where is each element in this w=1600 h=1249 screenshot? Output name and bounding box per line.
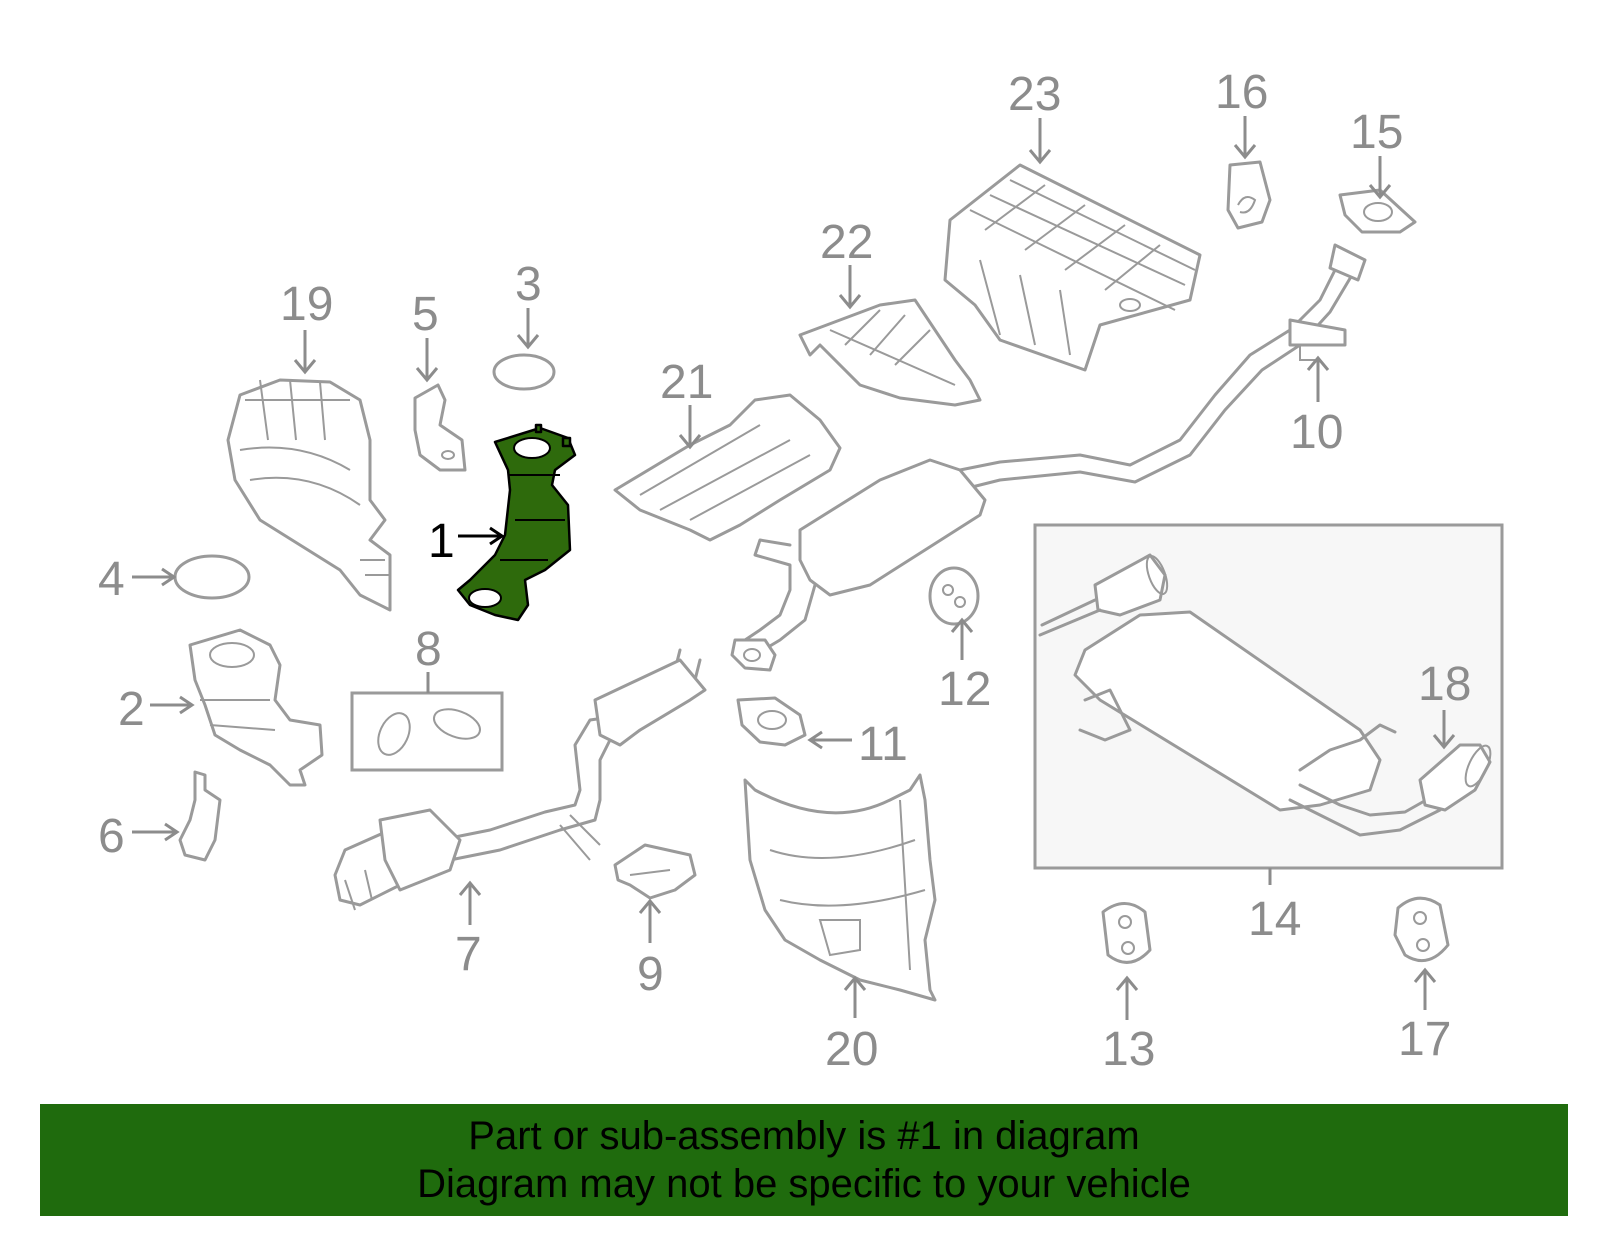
leader-12 [950,617,974,660]
leader-16 [1233,116,1257,160]
callout-14: 14 [1248,893,1301,946]
leader-3 [516,308,540,350]
part-17-hanger[interactable] [1393,896,1450,963]
leader-2 [150,695,195,715]
part-19-heat-shield[interactable] [226,378,392,612]
leader-20 [843,975,867,1018]
callout-1: 1 [428,515,455,568]
callout-13: 13 [1102,1023,1155,1076]
callout-20: 20 [825,1023,878,1076]
part-13-hanger[interactable] [1101,902,1152,964]
part-12-hanger[interactable] [928,566,980,626]
part-23-heat-shield[interactable] [943,163,1202,372]
callout-5: 5 [412,288,439,341]
callout-11: 11 [858,718,908,771]
leader-19 [293,330,317,375]
part-1-catalytic-converter[interactable] [456,423,577,622]
callout-16: 16 [1215,66,1268,119]
leader-7 [458,880,482,925]
part-20-heat-shield[interactable] [743,773,937,1002]
part-21-heat-shield[interactable] [613,393,842,542]
callout-12: 12 [938,663,991,716]
leader-17 [1413,967,1437,1010]
banner-line-part-number: Part or sub-assembly is #1 in diagram [468,1114,1140,1158]
center-pipe-resonator[interactable] [730,458,987,672]
callout-23: 23 [1008,68,1061,121]
part-16-hanger[interactable] [1226,160,1272,230]
callout-19: 19 [280,278,333,331]
callout-15: 15 [1350,106,1403,159]
callout-7: 7 [455,928,482,981]
callout-21: 21 [660,356,713,409]
callout-2: 2 [118,683,145,736]
leader-23 [1028,118,1052,165]
leader-9 [638,898,662,943]
leader-1 [458,526,505,546]
leader-15 [1368,156,1392,200]
leader-10 [1306,355,1330,402]
callout-22: 22 [820,216,873,269]
part-2-catalytic-converter[interactable] [188,628,324,787]
part-5-bracket[interactable] [413,383,467,472]
part-9-bracket[interactable] [613,843,697,900]
callout-18: 18 [1418,658,1471,711]
callout-4: 4 [98,553,125,606]
leader-4 [132,567,177,587]
leader-13 [1115,975,1139,1020]
part-11-gasket[interactable] [736,696,807,747]
part-8-gasket-set[interactable] [350,691,504,772]
leader-18 [1432,710,1456,750]
callout-17: 17 [1398,1013,1451,1066]
leader-6 [132,822,180,842]
part-14-rear-muffler[interactable] [1033,523,1504,870]
part-3-gasket[interactable] [492,353,556,391]
leader-11 [807,730,852,750]
part-4-gasket[interactable] [173,554,251,600]
part-22-heat-shield[interactable] [798,298,982,407]
part-6-bracket[interactable] [178,770,222,862]
part-10-pipe-bracket[interactable] [958,243,1367,492]
leader-22 [838,265,862,310]
callout-10: 10 [1290,406,1343,459]
leader-5 [415,338,439,383]
leader-21 [678,405,702,450]
callout-9: 9 [637,948,664,1001]
callout-3: 3 [515,258,542,311]
banner-line-disclaimer: Diagram may not be specific to your vehi… [417,1162,1191,1206]
notice-banner: Part or sub-assembly is #1 in diagram Di… [40,1104,1568,1216]
callout-6: 6 [98,810,125,863]
callout-8: 8 [415,623,442,676]
part-7-front-pipe[interactable] [333,648,707,911]
